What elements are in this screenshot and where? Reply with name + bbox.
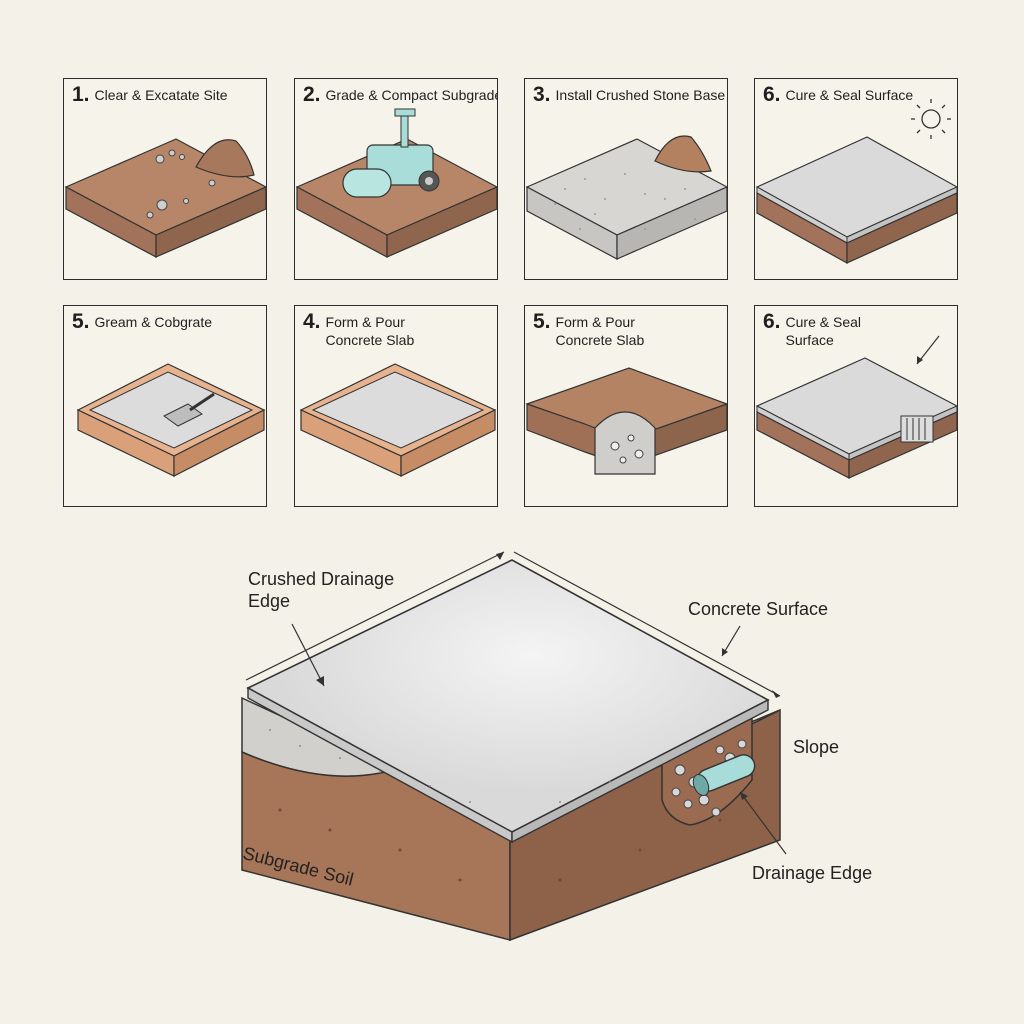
crushed-stone-illustration xyxy=(525,135,727,260)
drain-edge-illustration xyxy=(755,335,957,479)
step-label: Cure & Seal Surface xyxy=(785,87,914,103)
step-number: 6. xyxy=(763,310,781,333)
step-number: 5. xyxy=(533,310,551,333)
drainage-edge-label: Drainage Edge xyxy=(752,863,873,883)
crushed-drainage-edge-label: Crushed Drainage Edge xyxy=(248,569,395,611)
concrete-slab-side xyxy=(511,698,769,844)
step-label: Grade & Compact Subgrade xyxy=(325,87,498,103)
step-panel-6: 4.Form & Pour Concrete Slab xyxy=(294,305,498,507)
dimension-line-left xyxy=(245,551,505,681)
step-number: 3. xyxy=(533,83,551,106)
step-number: 1. xyxy=(72,83,90,106)
dirt-pile-icon xyxy=(195,139,255,178)
concrete-surface-label: Concrete Surface xyxy=(688,599,829,619)
sun-icon xyxy=(911,99,951,139)
form-pour-illustration xyxy=(299,363,497,477)
step-number: 5. xyxy=(72,310,90,333)
step-panel-2: 2.Grade & Compact Subgrade xyxy=(294,78,498,280)
step-number: 2. xyxy=(303,83,321,106)
step-label: Form & Pour Concrete Slab xyxy=(555,314,645,348)
step-label: Form & Pour Concrete Slab xyxy=(325,314,415,348)
step-panel-3: 3.Install Crushed Stone Base xyxy=(524,78,728,280)
drain-grate-icon xyxy=(900,415,934,443)
screed-illustration xyxy=(76,363,266,477)
roller-compactor-icon xyxy=(342,108,440,198)
trowel-icon xyxy=(163,392,215,427)
cure-seal-illustration xyxy=(755,99,957,265)
dimension-line-right xyxy=(513,551,781,697)
step-panel-8: 6.Cure & Seal Surface xyxy=(754,305,958,507)
step-panel-4: 6.Cure & Seal Surface xyxy=(754,78,958,280)
arrow-icon xyxy=(291,623,325,687)
step-panel-5: 5.Gream & Cobgrate xyxy=(63,305,267,507)
grade-compact-illustration xyxy=(295,108,497,258)
clear-site-illustration xyxy=(64,138,266,258)
step-label: Install Crushed Stone Base xyxy=(555,87,726,103)
step-label: Clear & Excatate Site xyxy=(94,87,228,103)
cross-section-diagram xyxy=(241,551,787,942)
step-panel-7: 5.Form & Pour Concrete Slab xyxy=(524,305,728,507)
step-panel-1: 1.Clear & Excatate Site xyxy=(63,78,267,280)
drain-pipe-icon xyxy=(692,754,756,797)
step-number: 4. xyxy=(303,310,321,333)
step-label: Cure & Seal Surface xyxy=(785,314,861,348)
step-label: Gream & Cobgrate xyxy=(94,314,213,330)
arrow-icon xyxy=(739,791,787,855)
trench-illustration xyxy=(525,367,727,475)
stone-pile-icon xyxy=(654,135,712,173)
slope-label: Slope xyxy=(793,737,840,757)
step-number: 6. xyxy=(763,83,781,106)
